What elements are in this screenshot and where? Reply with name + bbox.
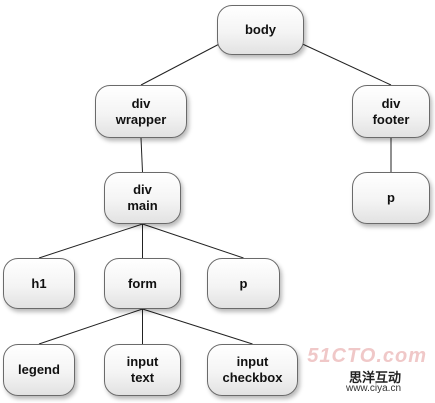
watermark-chinese: 思洋互动 <box>348 370 401 385</box>
watermark-url: www.ciya.cn <box>345 383 401 394</box>
edge-body-wrapper <box>140 40 226 86</box>
node-p-footer: p <box>352 172 430 224</box>
node-input-checkbox: input checkbox <box>207 344 298 396</box>
node-body: body <box>217 5 304 55</box>
node-div-main: div main <box>104 172 181 224</box>
edge-form-legend <box>38 308 143 345</box>
edge-wrapper-main <box>140 137 143 173</box>
edge-form-input_checkbox <box>142 308 253 345</box>
watermark-brand: 51CTO.com <box>307 345 427 367</box>
edge-main-h1 <box>38 223 143 259</box>
node-h1: h1 <box>3 258 75 309</box>
edge-body-footer <box>295 40 392 86</box>
node-p-main: p <box>207 258 280 309</box>
node-div-wrapper: div wrapper <box>95 85 187 138</box>
node-div-footer: div footer <box>352 85 430 138</box>
edge-main-p_main <box>142 223 244 259</box>
watermark: 51CTO.com 思洋互动 www.ciya.cn <box>281 345 431 399</box>
node-form: form <box>104 258 181 309</box>
node-legend: legend <box>3 344 75 396</box>
node-input-text: input text <box>104 344 181 396</box>
